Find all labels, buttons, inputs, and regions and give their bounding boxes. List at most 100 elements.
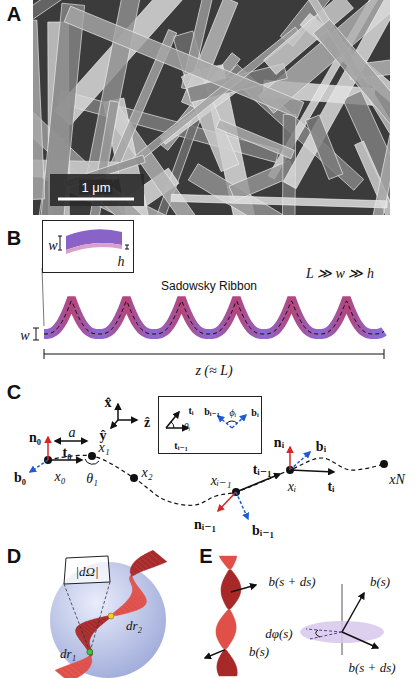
binormal-vector: [218, 416, 232, 428]
twisted-ribbon: [223, 614, 234, 616]
cone-line: [64, 584, 90, 652]
vector-label: bᵢ₋₁: [252, 522, 274, 539]
ribbon-piece-edge: [66, 243, 122, 254]
panel-letter: E: [199, 545, 212, 568]
solid-angle-label: |dΩ|: [75, 564, 98, 580]
inset-label: h: [118, 254, 125, 270]
vector-label: bᵢ: [316, 439, 326, 455]
twisted-ribbon: [218, 660, 235, 662]
twisted-ribbon: [221, 592, 241, 594]
twisted-ribbon: [219, 556, 237, 558]
inset-label: θᵢ: [184, 421, 191, 432]
twisted-ribbon: [219, 642, 231, 644]
inset-label: ϕᵢ: [230, 407, 237, 418]
twisted-ribbon: [216, 628, 236, 630]
binormal-vector: [342, 632, 378, 648]
dimension-label: w: [20, 328, 29, 344]
angle-arc: [171, 422, 174, 428]
twisted-ribbon: [222, 596, 240, 598]
figure-title: Sadowsky Ribbon: [161, 279, 257, 293]
axis-arrow: [118, 419, 137, 421]
twisted-ribbon: [225, 604, 235, 606]
twisted-ribbon: [219, 620, 236, 622]
inset-leader: [42, 268, 44, 326]
twisted-ribbon: [218, 658, 233, 660]
binormal-vector: [342, 593, 364, 632]
twisted-ribbon: [223, 562, 235, 564]
point-label: xN: [389, 472, 405, 488]
projection-line: [310, 632, 342, 639]
twisted-ribbon: [224, 612, 232, 614]
axis-arrow: [117, 404, 119, 420]
ribbon-figure: [33, 229, 384, 359]
vector-label: nᵢ: [274, 435, 284, 451]
projection-line: [306, 629, 342, 632]
angle-arc: [85, 459, 99, 464]
twisted-ribbon: [217, 662, 235, 664]
normal-vector: [218, 492, 236, 511]
nanoribbon: [216, 120, 294, 159]
panel-letter: A: [7, 3, 21, 26]
scale-bar-ground: [50, 174, 144, 206]
twisted-ribbon: [218, 640, 232, 642]
twisted-ribbon: [216, 630, 236, 632]
nanoribbon: [64, 6, 304, 118]
tangent-vector: [290, 470, 334, 472]
twisted-ribbon: [217, 664, 236, 666]
twisted-ribbon: [220, 644, 230, 646]
vector-label: b(s + ds): [268, 574, 315, 590]
twisted-ribbon: [217, 636, 235, 638]
twisted-ribbon: [224, 602, 236, 604]
element-label: dr₁: [60, 646, 76, 662]
point-label: x₂: [141, 465, 152, 481]
helical-ribbon: [149, 550, 167, 563]
vector-label: tᵢ: [327, 479, 334, 495]
twisted-ribbon: [217, 638, 233, 640]
solid-angle-figure: [50, 550, 167, 678]
width-bracket: [58, 236, 62, 250]
angle-arc: [316, 630, 320, 637]
binormal-vector: [236, 492, 248, 519]
twisted-ribbon: [223, 578, 238, 580]
panel-letter: B: [7, 227, 21, 250]
vector-label: b(s): [370, 574, 390, 590]
angle-label: dφ(s): [265, 626, 292, 642]
vector-label: b(s + ds): [348, 660, 395, 676]
inset-box: wh: [42, 220, 134, 273]
inset-label: tᵢ: [188, 405, 193, 416]
twisted-ribbon: [228, 570, 233, 572]
length-axis: [44, 349, 384, 359]
normal-vector: [289, 447, 291, 470]
twisted-ribbon: [216, 632, 236, 634]
binormal-vector: [231, 585, 256, 592]
twisted-ribbon: [224, 576, 237, 578]
sem-image: [0, 0, 416, 291]
thickness-bracket: [125, 245, 129, 249]
nanoribbon: [313, 19, 390, 132]
spacing-arrow: [55, 440, 87, 442]
twisted-ribbon: [221, 584, 240, 586]
point-marker: [108, 613, 114, 619]
inset-label: bᵢ₋₁: [204, 406, 220, 417]
twisted-ribbon: [227, 608, 231, 610]
twisted-ribbon: [219, 656, 232, 658]
nanoribbon: [33, 20, 45, 199]
point-marker: [87, 649, 93, 655]
binormal-vector: [205, 650, 225, 658]
vertex-dot: [88, 452, 96, 460]
twisted-ribbon: [220, 654, 231, 656]
binormal-vector: [30, 460, 48, 472]
helical-ribbon: [88, 655, 91, 659]
twisted-ribbon: [226, 606, 233, 608]
twisted-ribbon: [221, 652, 229, 654]
twisted-ribbon: [220, 558, 236, 560]
twisted-ribbon: [226, 610, 231, 612]
tangent-vector: [166, 412, 179, 428]
twisted-ribbon: [216, 634, 235, 636]
twisted-ribbon: [223, 600, 237, 602]
vector-label: b(s): [249, 644, 269, 660]
axis-label: x̂: [105, 395, 112, 411]
rotation-axis: [342, 584, 343, 655]
